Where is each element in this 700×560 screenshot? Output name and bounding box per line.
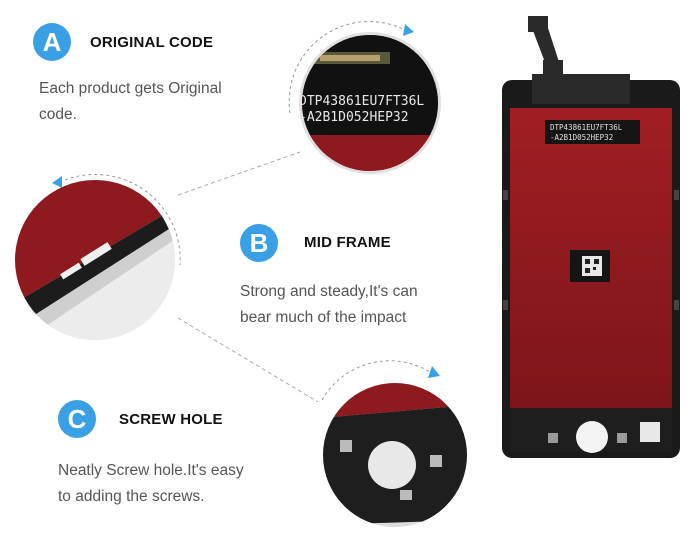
title-original-code: ORIGINAL CODE (90, 34, 214, 51)
qr-code-icon (640, 422, 660, 442)
zoom-circle-code: DTP43861EU7FT36L -A2B1D052HEP32 (288, 21, 441, 174)
title-screw-hole: SCREW HOLE (119, 411, 223, 428)
desc-line: Neatly Screw hole.It's easy (58, 462, 244, 479)
connector-line-a (177, 151, 301, 196)
arrow-icon (428, 366, 440, 378)
desc-mid-frame: Strong and steady,It's can bear much of … (240, 279, 418, 331)
desc-line: Each product gets Original (39, 80, 222, 97)
badge-b: B (240, 224, 278, 262)
desc-original-code: Each product gets Original code. (39, 76, 222, 128)
phone-screen-image: DTP43861EU7FT36L -A2B1D052HEP32 (502, 16, 680, 458)
phone-code-line-1: DTP43861EU7FT36L (550, 123, 623, 132)
connector-line-b (177, 317, 319, 403)
desc-line: code. (39, 106, 77, 123)
badge-a: A (33, 23, 71, 61)
zoom-circle-screw (321, 360, 467, 527)
title-mid-frame: MID FRAME (304, 234, 391, 251)
desc-screw-hole: Neatly Screw hole.It's easy to adding th… (58, 458, 244, 510)
zoom-circle-frame (15, 173, 181, 340)
code-line-2: -A2B1D052HEP32 (299, 110, 409, 125)
phone-code-line-2: -A2B1D052HEP32 (550, 133, 613, 142)
badge-c: C (58, 400, 96, 438)
desc-line: to adding the screws. (58, 488, 205, 505)
arrow-icon (403, 24, 414, 36)
code-line-1: DTP43861EU7FT36L (299, 94, 424, 109)
desc-line: bear much of the impact (240, 309, 407, 326)
arrow-icon (52, 176, 62, 188)
desc-line: Strong and steady,It's can (240, 283, 418, 300)
